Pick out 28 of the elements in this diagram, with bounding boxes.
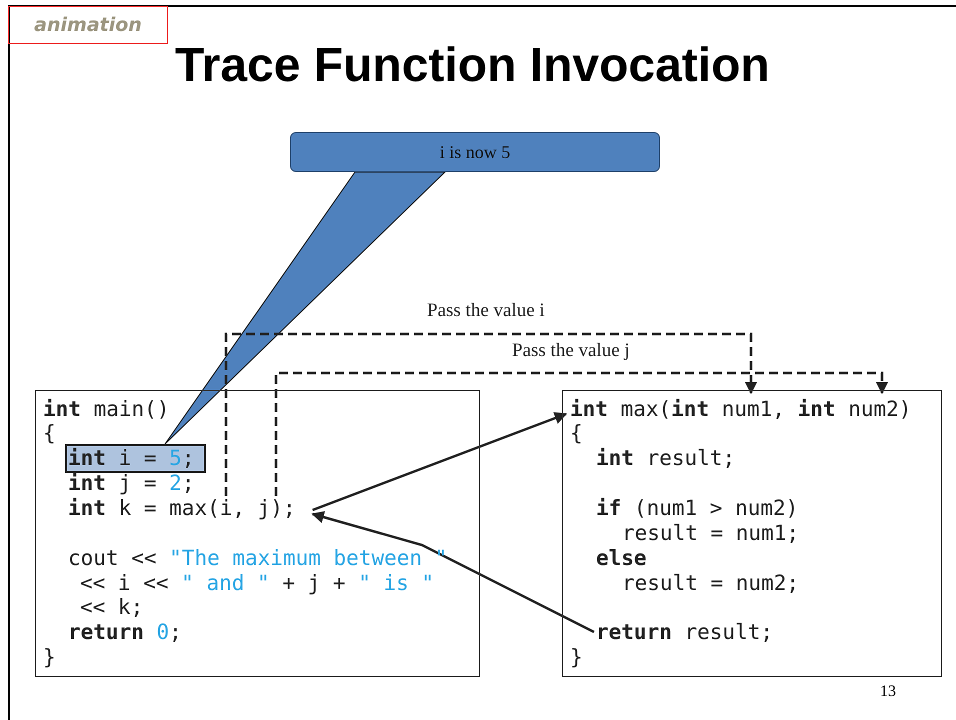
page-number: 13 <box>880 683 896 701</box>
dashed-arrow <box>224 332 758 496</box>
code-line: << k; <box>80 595 144 620</box>
code-line: if (num1 > num2) <box>596 496 798 521</box>
code-line: { <box>43 421 56 446</box>
code-line: return result; <box>596 620 774 645</box>
tag-label: animation <box>8 6 168 44</box>
code-line: int max(int num1, int num2) <box>570 397 912 422</box>
code-line: result = num2; <box>622 571 800 596</box>
callout-box: i is now 5 <box>290 132 660 172</box>
callout-pointer <box>164 172 446 444</box>
code-panel <box>562 390 942 677</box>
code-line: } <box>570 645 583 670</box>
code-line: int j = 2; <box>68 471 194 496</box>
arrow <box>311 511 595 634</box>
code-line: else <box>596 546 647 571</box>
code-line: << i << " and " + j + " is " <box>80 571 434 596</box>
code-line: } <box>43 645 56 670</box>
slide-title: Trace Function Invocation <box>175 38 770 93</box>
code-line: int result; <box>596 446 736 471</box>
code-panel <box>35 390 480 677</box>
code-line: int main() <box>43 397 170 422</box>
code-line: int k = max(i, j); <box>68 496 296 521</box>
code-line: { <box>570 421 583 446</box>
dashed-arrow <box>274 372 888 496</box>
code-line: return 0; <box>68 620 182 645</box>
arrow <box>312 412 568 512</box>
code-line: result = num1; <box>622 521 800 546</box>
